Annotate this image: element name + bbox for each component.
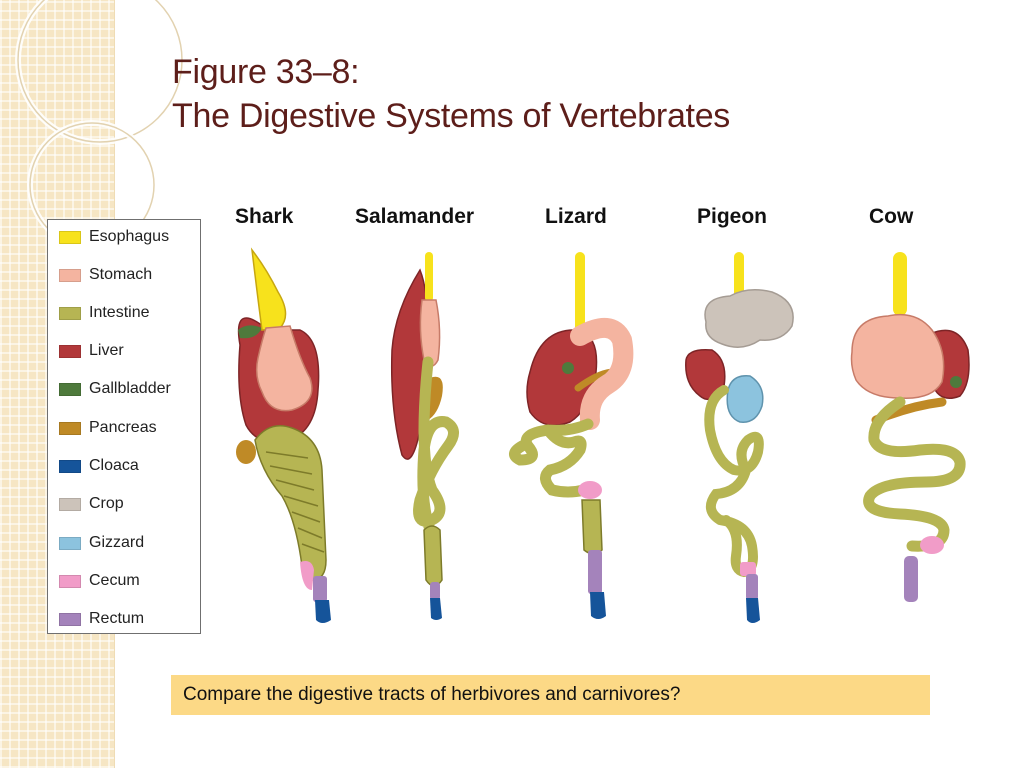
legend-item-stomach: Stomach xyxy=(59,265,152,285)
legend-item-crop: Crop xyxy=(59,494,124,514)
shark-esophagus xyxy=(250,247,287,331)
legend-label: Stomach xyxy=(89,266,153,283)
legend-label: Gizzard xyxy=(89,534,145,551)
cow-esophagus xyxy=(893,252,907,316)
legend-label: Esophagus xyxy=(89,228,170,245)
salamander-rectum-large xyxy=(423,525,443,587)
cow-gallbladder xyxy=(950,376,962,388)
legend-item-esophagus: Esophagus xyxy=(59,227,169,247)
legend-label: Gallbladder xyxy=(89,380,171,397)
legend-label: Crop xyxy=(89,495,124,512)
shark-digestive-tract xyxy=(236,247,331,623)
pigeon-digestive-tract xyxy=(685,252,794,623)
legend-item-rectum: Rectum xyxy=(59,609,144,629)
title-line-2: The Digestive Systems of Vertebrates xyxy=(172,97,731,135)
cow-cecum xyxy=(920,536,944,554)
legend-item-liver: Liver xyxy=(59,341,124,361)
legend-swatch-liver xyxy=(59,344,81,358)
salamander-rectum xyxy=(430,582,440,600)
legend-swatch-rectum xyxy=(59,612,81,626)
shark-cecum xyxy=(300,561,314,590)
legend-swatch-crop xyxy=(59,497,81,511)
label-cow: Cow xyxy=(869,205,914,228)
label-salamander: Salamander xyxy=(355,205,475,228)
lizard-large-intestine xyxy=(581,499,603,555)
salamander-stomach xyxy=(419,299,441,367)
salamander-esophagus xyxy=(425,252,433,302)
legend-item-cloaca: Cloaca xyxy=(59,456,139,476)
label-lizard: Lizard xyxy=(545,205,607,228)
salamander-intestine xyxy=(413,356,459,536)
lizard-digestive-tract xyxy=(509,252,634,619)
lizard-intestine xyxy=(509,418,594,498)
cow-intestine xyxy=(863,396,966,552)
cow-rectum xyxy=(904,556,918,602)
shark-pancreas xyxy=(236,440,256,464)
shark-stomach xyxy=(255,325,313,412)
legend-label: Cloaca xyxy=(89,457,139,474)
lizard-stomach xyxy=(570,318,634,430)
pigeon-cecum xyxy=(740,562,756,576)
legend-swatch-intestine xyxy=(59,306,81,320)
legend-swatch-cloaca xyxy=(59,459,81,473)
lizard-cloaca xyxy=(590,592,606,619)
legend-item-pancreas: Pancreas xyxy=(59,418,157,438)
discussion-question: Compare the digestive tracts of herbivor… xyxy=(183,684,681,705)
pigeon-crop xyxy=(704,289,794,348)
legend-label: Rectum xyxy=(89,610,145,627)
label-pigeon: Pigeon xyxy=(697,205,768,228)
lizard-rectum xyxy=(588,550,602,594)
shark-cloaca xyxy=(315,600,331,623)
legend: Esophagus Stomach Intestine Liver Gallbl… xyxy=(47,219,201,634)
legend-label: Cecum xyxy=(89,572,140,589)
legend-item-gallbladder: Gallbladder xyxy=(59,379,171,399)
legend-item-intestine: Intestine xyxy=(59,303,149,323)
shark-rectum xyxy=(313,576,327,602)
salamander-digestive-tract xyxy=(390,252,459,620)
title-line-1: Figure 33–8: xyxy=(172,53,360,91)
pigeon-rectum xyxy=(746,574,758,600)
discussion-question-box: Compare the digestive tracts of herbivor… xyxy=(171,675,930,715)
shark-intestine xyxy=(254,425,327,581)
shark-gallbladder xyxy=(238,325,262,339)
legend-swatch-esophagus xyxy=(59,230,81,244)
legend-label: Intestine xyxy=(89,304,150,321)
legend-swatch-gizzard xyxy=(59,536,81,550)
legend-label: Pancreas xyxy=(89,419,157,436)
legend-label: Liver xyxy=(89,342,124,359)
slide-title: Figure 33–8: The Digestive Systems of Ve… xyxy=(172,50,972,138)
lizard-esophagus xyxy=(575,252,585,334)
pigeon-cloaca xyxy=(746,598,760,623)
label-shark: Shark xyxy=(235,205,294,228)
cow-stomach xyxy=(850,313,945,399)
legend-item-gizzard: Gizzard xyxy=(59,533,144,553)
legend-item-cecum: Cecum xyxy=(59,571,140,591)
legend-swatch-pancreas xyxy=(59,421,81,435)
legend-swatch-gallbladder xyxy=(59,382,81,396)
salamander-cloaca xyxy=(430,598,442,620)
legend-swatch-stomach xyxy=(59,268,81,282)
pigeon-gizzard xyxy=(726,375,764,423)
pigeon-esophagus xyxy=(734,252,744,300)
legend-swatch-cecum xyxy=(59,574,81,588)
cow-digestive-tract xyxy=(850,252,970,602)
lizard-gallbladder xyxy=(562,362,574,374)
lizard-cecum xyxy=(578,481,602,499)
